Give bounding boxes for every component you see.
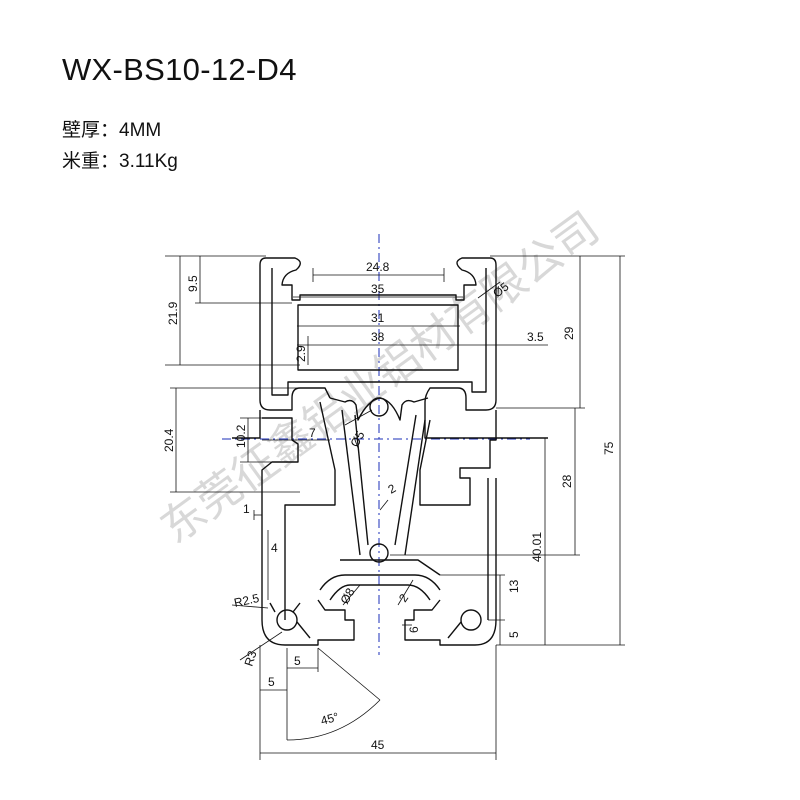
dim-21-9: 21.9 (166, 301, 180, 325)
dim-29: 29 (562, 326, 576, 340)
dim-5-left: 5 (268, 675, 275, 689)
meter-weight-value: 3.11Kg (119, 151, 178, 172)
dim-28: 28 (560, 474, 574, 488)
meter-weight: 米重：3.11Kg (62, 146, 178, 173)
wall-thickness-value: 4MM (119, 120, 162, 141)
model-title: WX-BS10-12-D4 (62, 52, 297, 87)
meter-weight-label: 米重： (62, 151, 120, 172)
dim-2-a: 2 (386, 481, 399, 497)
dim-5-slot: 5 (294, 654, 301, 668)
dim-1: 1 (243, 502, 250, 516)
dim-3-5: 3.5 (527, 330, 544, 344)
dim-38: 38 (371, 330, 385, 344)
dim-40-01: 40.01 (530, 532, 544, 562)
dim-45-deg: 45° (319, 710, 340, 728)
dim-45: 45 (371, 738, 385, 752)
dim-13: 13 (507, 579, 521, 593)
dim-phi5-mid: Ø5 (347, 428, 367, 449)
wall-thickness: 壁厚：4MM (62, 115, 161, 142)
dim-6: 6 (407, 626, 421, 633)
dim-75: 75 (602, 441, 616, 455)
dim-r2-5: R2.5 (233, 591, 261, 610)
profile-outline (232, 257, 548, 646)
dim-2-9: 2.9 (294, 345, 308, 362)
watermark-text: 东莞征鑫铝业铝材有限公司 (151, 202, 608, 554)
dim-20-4: 20.4 (162, 428, 176, 452)
dim-r3: R3 (242, 649, 260, 668)
dim-10-2: 10.2 (234, 424, 248, 448)
dim-2-b: 2 (396, 591, 411, 605)
dim-24-8: 24.8 (366, 260, 390, 274)
dim-5-right: 5 (507, 631, 521, 638)
dimension-lines (165, 255, 625, 760)
dim-7: 7 (309, 426, 316, 440)
dim-4: 4 (271, 541, 278, 555)
wall-thickness-label: 壁厚： (62, 120, 120, 141)
dim-31: 31 (371, 311, 385, 325)
dim-35: 35 (371, 282, 385, 296)
dim-9-5: 9.5 (186, 275, 200, 292)
